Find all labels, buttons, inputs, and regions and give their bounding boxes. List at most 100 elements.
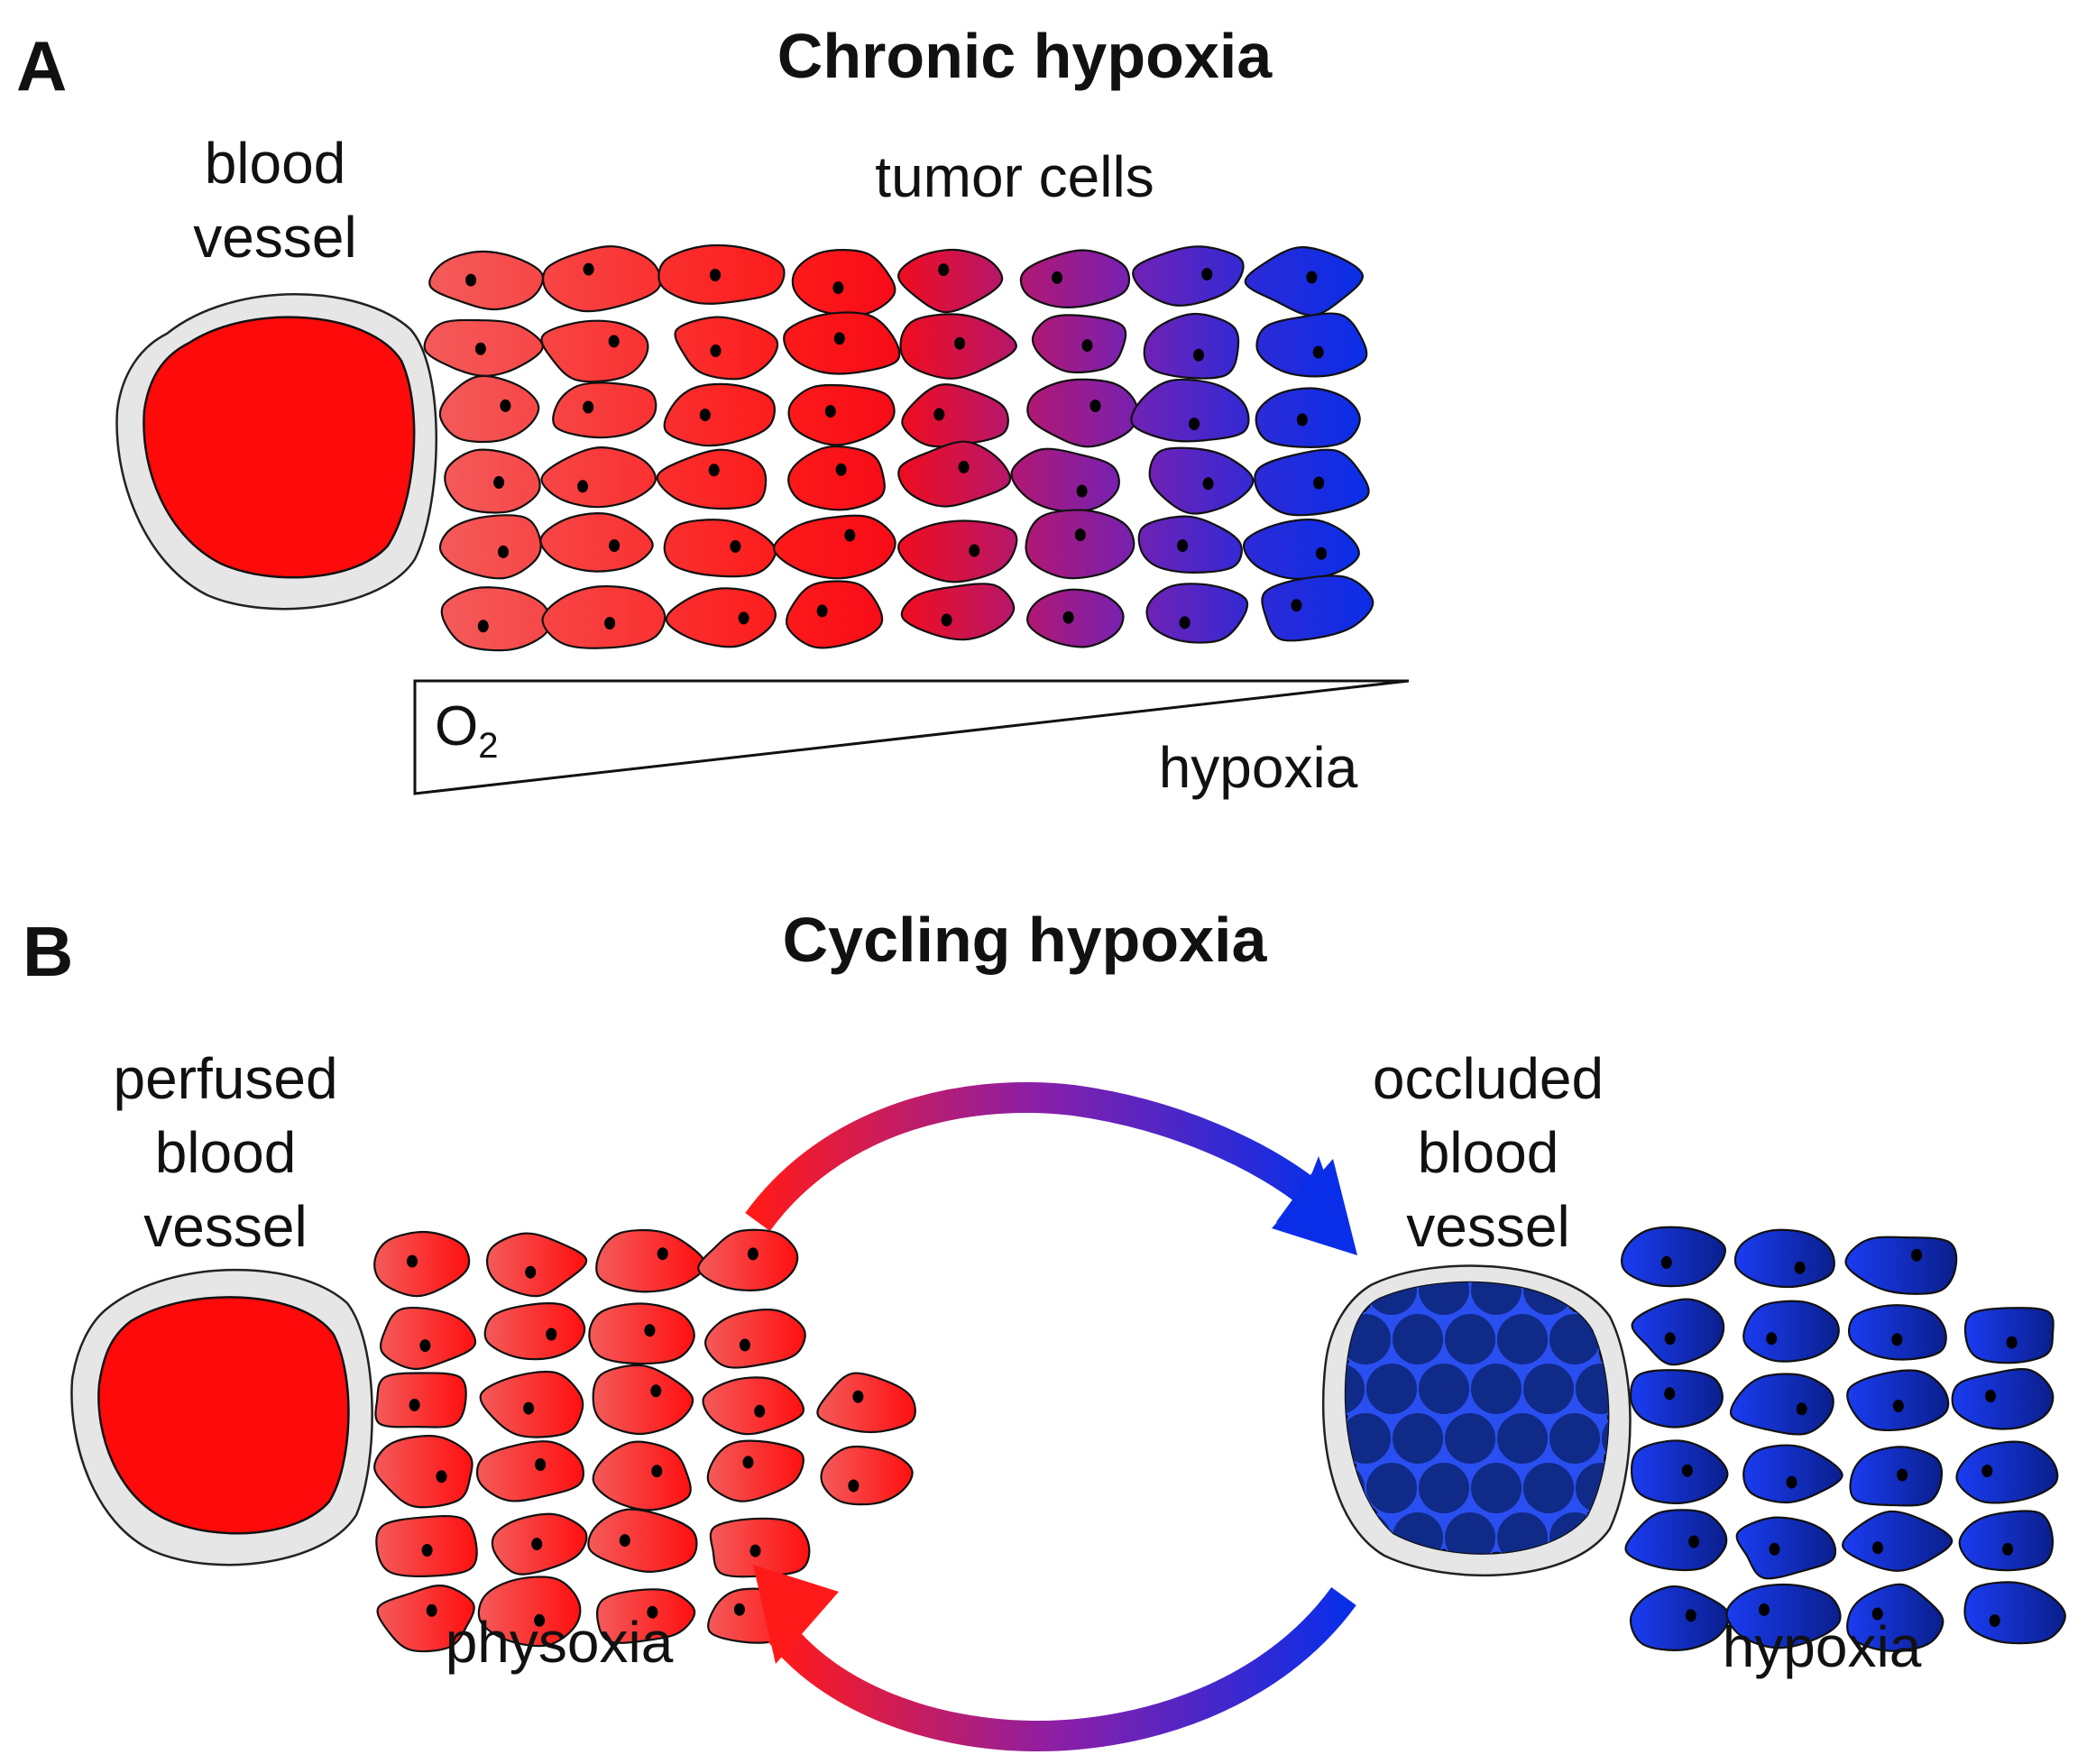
cell-nucleus: [409, 1398, 420, 1411]
cell-nucleus: [426, 1603, 437, 1617]
hypoxic-cell: [1742, 1300, 1840, 1363]
hypoxic-cell: [1624, 1509, 1728, 1572]
tumor-cell: [540, 446, 657, 509]
hypoxic-cell: [1631, 1298, 1725, 1366]
hypoxic-cell: [1742, 1444, 1843, 1504]
tumor-cell: [540, 319, 649, 383]
cell-nucleus: [1193, 348, 1204, 362]
occluded-vessel-label-line1: occluded: [1372, 1046, 1604, 1111]
tumor-cell: [1145, 583, 1249, 644]
cell-nucleus: [534, 1613, 546, 1627]
tumor-cell: [1254, 448, 1370, 517]
tumor-cell: [1255, 387, 1361, 448]
occluding-cell: [1365, 1461, 1419, 1515]
blood-vessel-label: blood vessel: [144, 126, 406, 274]
tumor-cell: [1137, 515, 1243, 574]
hypoxia-label-a: hypoxia: [1158, 735, 1358, 800]
physoxic-cell: [592, 1440, 692, 1511]
tumor-cells-gradient: [423, 243, 1374, 652]
hypoxic-cell: [1621, 1226, 1726, 1288]
tumor-cell: [897, 440, 1012, 508]
cell-nucleus: [535, 1458, 547, 1471]
cell-nucleus: [436, 1470, 447, 1484]
cell-nucleus: [1681, 1464, 1693, 1477]
perfused-vessel-label-line2: blood: [154, 1120, 297, 1185]
hypoxic-cell: [1849, 1446, 1943, 1507]
physoxic-cell: [704, 1309, 806, 1369]
occluding-cell: [1495, 1312, 1549, 1366]
cell-nucleus: [739, 1338, 750, 1352]
panel-a-title: Chronic hypoxia: [777, 21, 1273, 91]
tumor-cell: [773, 514, 896, 580]
cell-nucleus: [1201, 268, 1213, 281]
cell-nucleus: [1688, 1535, 1700, 1548]
physoxic-cell: [706, 1439, 804, 1502]
cell-nucleus: [1892, 1400, 1904, 1412]
occluded-vessel-label-line2: blood: [1417, 1120, 1559, 1185]
tumor-cell: [1026, 378, 1139, 448]
tumor-cell: [901, 383, 1009, 448]
occluded-vessel-label: occluded blood vessel: [1335, 1042, 1641, 1263]
physoxic-cell: [588, 1302, 695, 1365]
cell-nucleus: [699, 409, 711, 422]
tumor-cell: [541, 584, 667, 649]
cell-nucleus: [657, 1247, 668, 1261]
tumor-cell: [1019, 249, 1131, 308]
hypoxic-cell: [1963, 1581, 2066, 1645]
tumor-cell: [552, 381, 657, 439]
tumor-cell: [440, 586, 552, 652]
perfused-vessel-label-line1: perfused: [113, 1046, 338, 1111]
cell-nucleus: [848, 1479, 860, 1493]
physoxic-cell: [483, 1302, 586, 1361]
hypoxic-cell: [1844, 1236, 1958, 1295]
occluding-cell: [1443, 1312, 1497, 1366]
cell-nucleus: [1664, 1332, 1676, 1346]
cell-nucleus: [1981, 1465, 1993, 1477]
cell-nucleus: [1179, 616, 1191, 629]
tumor-cell: [1130, 378, 1250, 443]
panel-a: [115, 243, 1410, 795]
oxygen-label: O2: [435, 694, 498, 767]
cell-nucleus: [474, 342, 486, 355]
cell-nucleus: [708, 464, 720, 477]
physoxic-cell: [485, 1232, 588, 1298]
oxygen-gradient-wedge: [413, 679, 1410, 795]
oxygen-subscript: 2: [478, 726, 499, 766]
cell-nucleus: [710, 345, 722, 357]
tumor-cell: [1244, 246, 1364, 317]
tumor-cell: [1026, 588, 1125, 648]
hypoxic-cell: [1848, 1304, 1947, 1361]
hypoxic-cell: [1958, 1510, 2055, 1572]
cell-nucleus: [941, 613, 952, 627]
tumor-cell: [1031, 314, 1127, 374]
occluding-cell: [1495, 1411, 1549, 1465]
cell-nucleus: [498, 545, 509, 558]
cell-nucleus: [523, 1401, 535, 1415]
tumor-cell: [656, 448, 768, 510]
tumor-cell: [897, 248, 1004, 314]
tumor-cell: [787, 383, 896, 446]
physoxic-cell: [820, 1445, 914, 1506]
tumor-cell: [1255, 312, 1368, 378]
cell-nucleus: [500, 399, 511, 412]
occluding-cell: [1600, 1411, 1609, 1465]
oxygen-symbol: O: [435, 695, 479, 758]
tumor-cell: [663, 382, 776, 447]
tumor-cell: [541, 245, 662, 313]
cell-nucleus: [1911, 1248, 1923, 1262]
cell-nucleus: [407, 1254, 418, 1268]
hypoxic-cell: [1630, 1439, 1729, 1505]
cell-nucleus: [710, 269, 721, 281]
cell-nucleus: [1985, 1390, 1996, 1402]
cell-nucleus: [1074, 528, 1086, 542]
cell-nucleus: [824, 405, 836, 418]
physoxia-label: physoxia: [445, 1610, 674, 1675]
cell-nucleus: [1660, 1255, 1672, 1269]
physoxic-cell: [702, 1376, 804, 1436]
cell-nucleus: [1062, 611, 1074, 624]
hypoxic-cell: [1846, 1583, 1944, 1652]
cell-nucleus: [747, 1247, 758, 1261]
cell-nucleus: [651, 1465, 663, 1478]
physoxic-cell: [373, 1435, 473, 1509]
cell-nucleus: [525, 1265, 537, 1279]
